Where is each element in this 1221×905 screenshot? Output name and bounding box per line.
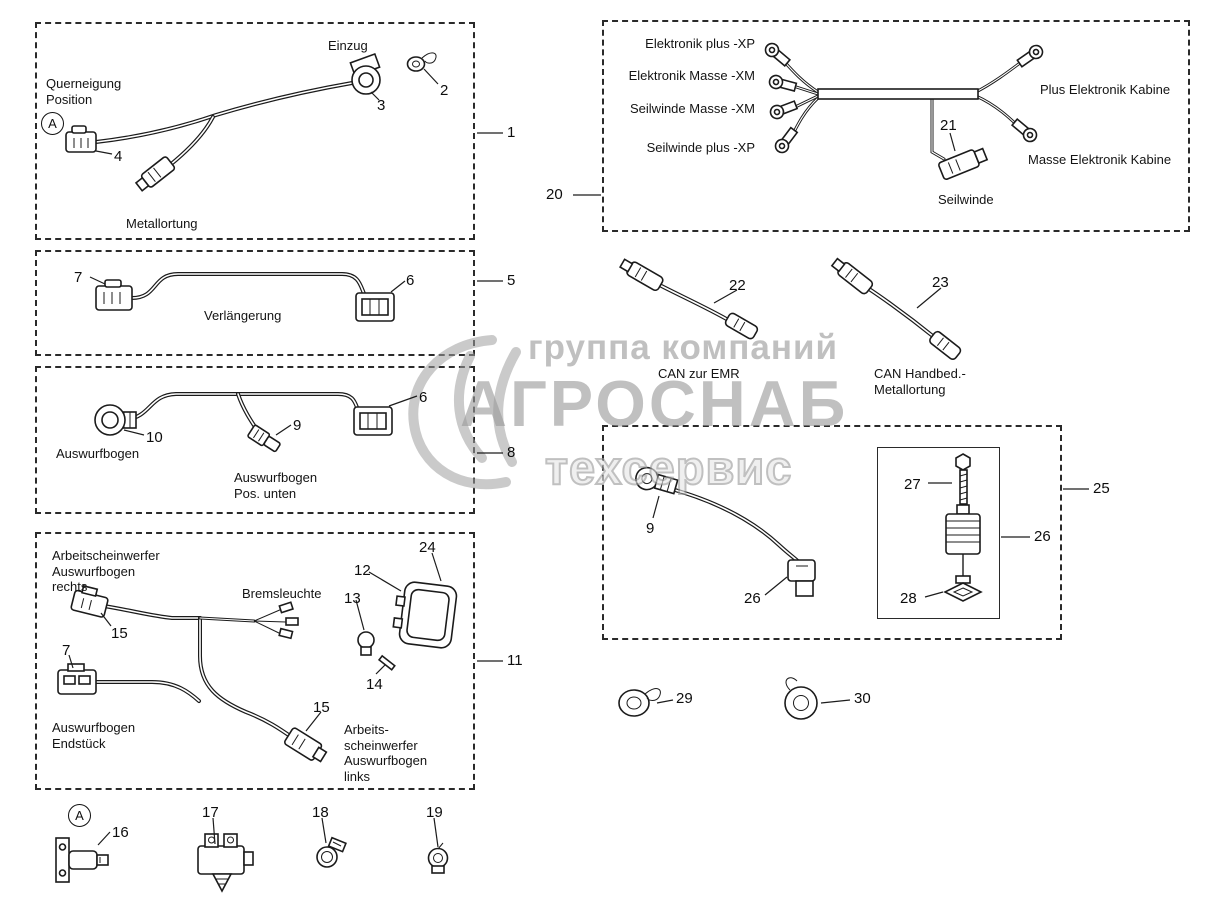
num-7: 7 [74, 269, 83, 286]
num-29: 29 [676, 690, 693, 707]
label-endstueck: Auswurfbogen Endstück [52, 720, 136, 751]
label-plus-kabine: Plus Elektronik Kabine [1040, 82, 1171, 97]
ref-5: 5 [507, 272, 516, 289]
num-27: 27 [904, 476, 921, 493]
group-box-11 [35, 532, 475, 790]
num-3: 3 [377, 97, 386, 114]
ref-8: 8 [507, 444, 516, 461]
label-verlaengerung: Verlängerung [204, 308, 282, 323]
num-24: 24 [419, 539, 436, 556]
num-9: 9 [293, 417, 302, 434]
label-querneigung: Querneigung Position [46, 76, 122, 107]
group-box-5 [35, 250, 475, 356]
label-elektronik-plus: Elektronik plus -XP [645, 36, 755, 51]
label-seilwinde: Seilwinde [938, 192, 994, 207]
label-einzug: Einzug [328, 38, 368, 53]
label-seilwinde-masse: Seilwinde Masse -XM [630, 101, 755, 116]
label-bremsleuchte: Bremsleuchte [242, 586, 322, 601]
label-asw-rechts: Arbeitscheinwerfer Auswurfbogen rechts [52, 548, 160, 595]
part-30-cap [784, 677, 818, 720]
ref-20: 20 [546, 186, 563, 203]
num-16: 16 [112, 824, 129, 841]
label-masse-kabine: Masse Elektronik Kabine [1028, 152, 1172, 167]
num-23: 23 [932, 274, 949, 291]
ref-26: 26 [1034, 528, 1051, 545]
num-2: 2 [440, 82, 449, 99]
num-7b: 7 [62, 642, 71, 659]
num-18: 18 [312, 804, 329, 821]
num-4: 4 [114, 148, 123, 165]
num-15a: 15 [111, 625, 128, 642]
group-box-26-inner [877, 447, 1000, 619]
part-19-clip [427, 842, 449, 874]
label-metallortung: Metallortung [126, 216, 198, 231]
part-23-cable [830, 257, 962, 361]
marker-a-box1: A [41, 112, 64, 135]
part-16-sensor [55, 837, 109, 883]
num-22: 22 [729, 277, 746, 294]
ref-25: 25 [1093, 480, 1110, 497]
ref-1: 1 [507, 124, 516, 141]
group-box-1 [35, 22, 475, 240]
num-15b: 15 [313, 699, 330, 716]
label-seilwinde-plus: Seilwinde plus -XP [646, 140, 755, 155]
num-26a: 26 [744, 590, 761, 607]
num-30: 30 [854, 690, 871, 707]
part-17-valve [197, 833, 254, 893]
num-19: 19 [426, 804, 443, 821]
marker-a-bottom: A [68, 804, 91, 827]
num-17: 17 [202, 804, 219, 821]
label-can-emr: CAN zur EMR [658, 366, 740, 381]
num-9b: 9 [646, 520, 655, 537]
label-asw-links: Arbeits- scheinwerfer Auswurfbogen links [344, 722, 428, 784]
num-13: 13 [344, 590, 361, 607]
label-can-handbed: CAN Handbed.- Metallortung [874, 366, 966, 397]
part-29-cap [618, 688, 661, 717]
num-10: 10 [146, 429, 163, 446]
num-12: 12 [354, 562, 371, 579]
group-box-25 [602, 425, 1062, 640]
num-28: 28 [900, 590, 917, 607]
group-box-20 [602, 20, 1190, 232]
label-pos-unten: Auswurfbogen Pos. unten [234, 470, 318, 501]
num-6b: 6 [419, 389, 428, 406]
num-21: 21 [940, 117, 957, 134]
label-elektronik-masse: Elektronik Masse -XM [628, 68, 755, 83]
label-auswurfbogen: Auswurfbogen [56, 446, 140, 461]
part-18-clamp [316, 836, 347, 868]
part-22-cable [619, 258, 759, 340]
num-6: 6 [406, 272, 415, 289]
ref-11: 11 [507, 652, 523, 669]
watermark-line1: группа компаний [528, 328, 839, 367]
num-14: 14 [366, 676, 383, 693]
